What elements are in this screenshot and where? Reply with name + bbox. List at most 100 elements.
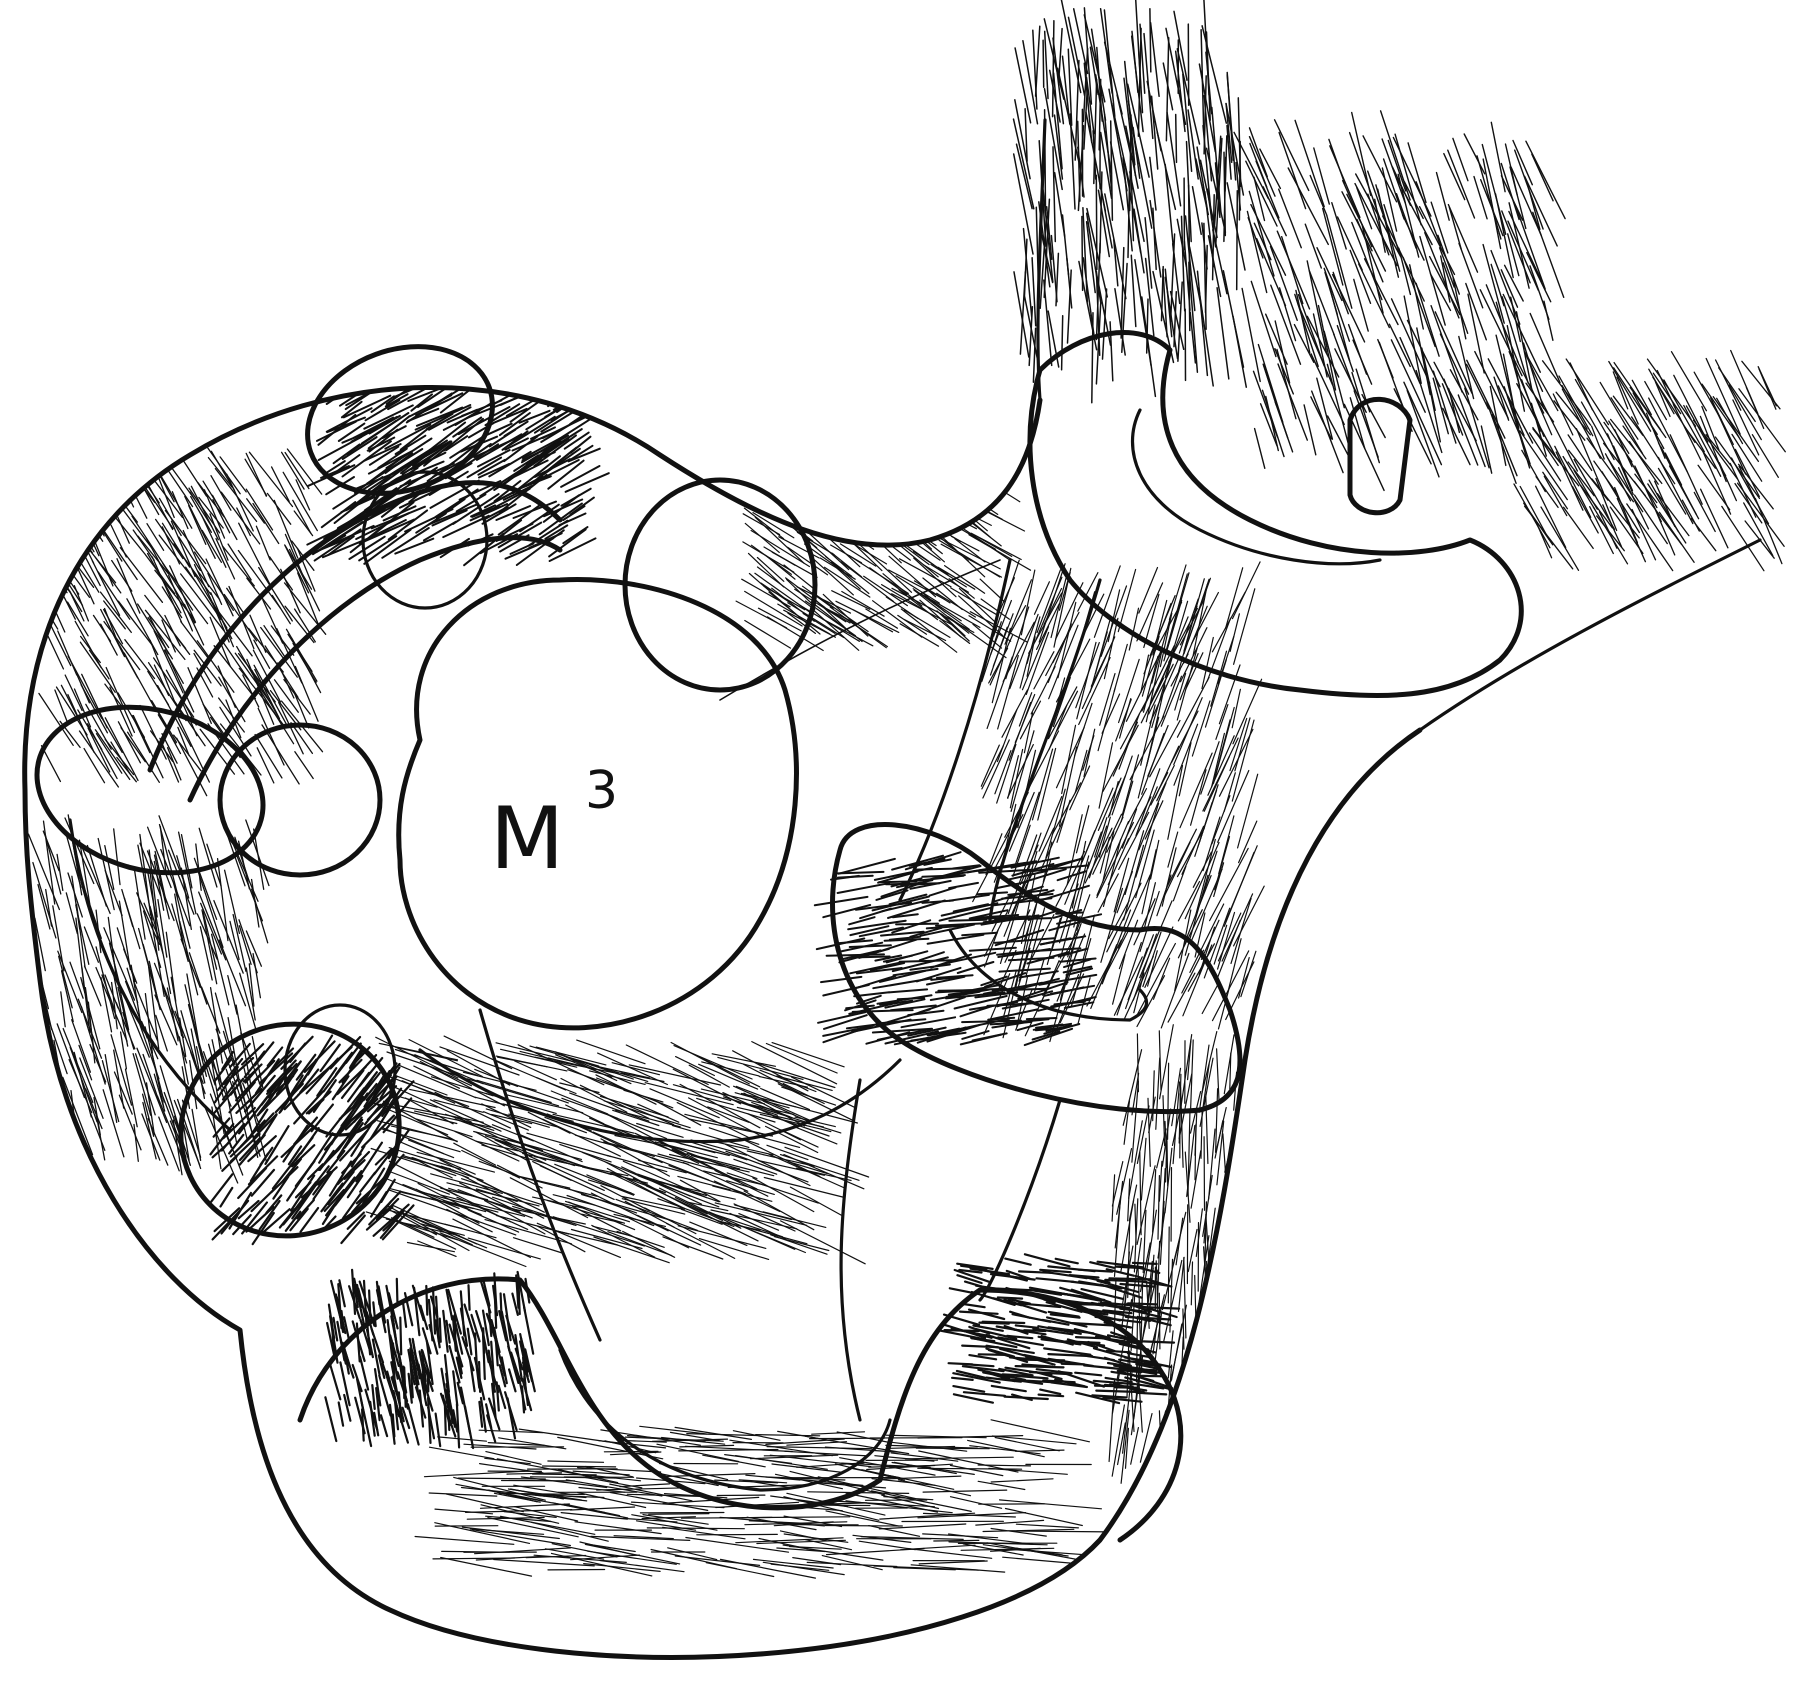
hatch-stroke	[1444, 154, 1465, 200]
hatch-stroke	[1142, 850, 1156, 914]
hatch-stroke	[686, 1538, 789, 1553]
hatch-stroke	[124, 898, 139, 949]
hatch-stroke	[925, 511, 954, 527]
hatch-stroke	[769, 465, 822, 496]
chain-ring-3	[625, 480, 815, 690]
hatch-stroke	[1176, 115, 1177, 163]
hatch-stroke	[1389, 324, 1410, 366]
hatch-stroke	[1237, 191, 1238, 290]
hatch-stroke	[1310, 176, 1327, 216]
hatch-stroke	[1204, 1418, 1209, 1461]
hatch-stroke	[260, 1201, 280, 1229]
hatch-stroke	[479, 1161, 517, 1175]
hatch-stroke	[167, 569, 208, 623]
hatch-stroke	[225, 870, 240, 933]
hatch-stroke	[867, 492, 918, 535]
hatch-stroke	[59, 1119, 67, 1163]
hatch-stroke	[1139, 1376, 1164, 1377]
hatch-stroke	[954, 1394, 993, 1402]
hatch-stroke	[1175, 910, 1191, 991]
hatch-stroke	[782, 487, 818, 506]
hatch-stroke	[783, 463, 827, 502]
hatch-stroke	[211, 1174, 232, 1202]
hatch-stroke	[950, 1288, 975, 1293]
hatch-stroke	[436, 1414, 441, 1447]
hatch-stroke	[39, 693, 73, 745]
hatch-stroke	[125, 640, 155, 679]
hatch-stroke	[1255, 429, 1265, 469]
hatch-stroke	[119, 1095, 141, 1150]
hatch-stroke	[1214, 863, 1224, 897]
hatch-stroke	[1156, 1058, 1160, 1129]
hatch-stroke	[1096, 175, 1097, 269]
hatch-stroke	[850, 945, 891, 947]
hatch-stroke	[1357, 188, 1372, 229]
hatch-stroke	[443, 516, 489, 537]
hatch-stroke	[892, 1442, 967, 1451]
hatch-stroke	[334, 444, 360, 463]
hatch-stroke	[1112, 756, 1132, 815]
hatch-stroke	[52, 497, 85, 541]
hatch-stroke	[1536, 486, 1566, 547]
surface-shading	[29, 379, 1265, 1578]
hatch-stroke	[408, 1404, 419, 1444]
hatch-stroke	[40, 526, 66, 561]
hatch-stroke	[1187, 1407, 1191, 1460]
hatch-stroke	[1230, 1283, 1238, 1318]
hatch-stroke	[208, 458, 232, 487]
hatch-stroke	[1016, 1450, 1064, 1451]
hatch-stroke	[1208, 1345, 1217, 1394]
hatch-stroke	[949, 1363, 973, 1364]
hatch-stroke	[114, 829, 120, 885]
hatch-stroke	[1527, 253, 1551, 302]
hatch-stroke	[1077, 806, 1089, 853]
hatch-stroke	[1003, 1557, 1104, 1566]
hatch-stroke	[1119, 812, 1149, 869]
hatch-stroke	[949, 895, 989, 901]
hatch-stroke	[1020, 701, 1040, 739]
hatch-stroke	[1141, 1138, 1146, 1200]
hatch-stroke	[429, 1300, 433, 1341]
hatch-stroke	[98, 839, 114, 910]
hatch-stroke	[1160, 1025, 1174, 1099]
hatch-stroke	[790, 1187, 841, 1215]
hatch-stroke	[1240, 1367, 1246, 1431]
hatch-stroke	[1034, 652, 1054, 689]
hatch-stroke	[441, 1558, 532, 1577]
hatch-stroke	[604, 1101, 690, 1128]
hatch-stroke	[846, 1501, 952, 1513]
hatch-stroke	[1217, 288, 1229, 379]
hatch-stroke	[1465, 388, 1489, 468]
hatch-stroke	[58, 951, 82, 1012]
hatch-stroke	[42, 516, 62, 541]
hatch-stroke	[1226, 568, 1243, 629]
hatch-stroke	[759, 608, 802, 631]
hatch-stroke	[239, 523, 270, 584]
hatch-stroke	[168, 748, 181, 780]
hatch-stroke	[1122, 755, 1138, 815]
hatch-stroke	[1098, 688, 1115, 751]
hatch-stroke	[295, 667, 318, 722]
hatch-stroke	[72, 500, 101, 538]
hatch-stroke	[126, 1069, 138, 1127]
hatch-stroke	[90, 650, 110, 679]
hatch-stroke	[745, 523, 779, 552]
hatch-stroke	[845, 502, 875, 528]
hatch-stroke	[1150, 721, 1180, 777]
hatch-stroke	[971, 472, 996, 494]
hatch-stroke	[1150, 9, 1151, 72]
hatch-stroke	[1167, 113, 1181, 206]
hatch-stroke	[1249, 1260, 1250, 1302]
hatch-stroke	[514, 1238, 563, 1253]
hatch-stroke	[420, 1062, 504, 1106]
hatch-stroke	[838, 876, 873, 878]
hatch-stroke	[752, 481, 792, 505]
hatch-stroke	[257, 748, 274, 783]
hatch-stroke	[1532, 154, 1553, 201]
hatch-stroke	[981, 745, 999, 786]
hatch-stroke	[1016, 1325, 1038, 1327]
hatch-stroke	[1443, 263, 1468, 333]
hatch-stroke	[1236, 1420, 1248, 1478]
hatch-stroke	[1202, 1032, 1217, 1094]
hatch-stroke	[38, 1097, 48, 1133]
